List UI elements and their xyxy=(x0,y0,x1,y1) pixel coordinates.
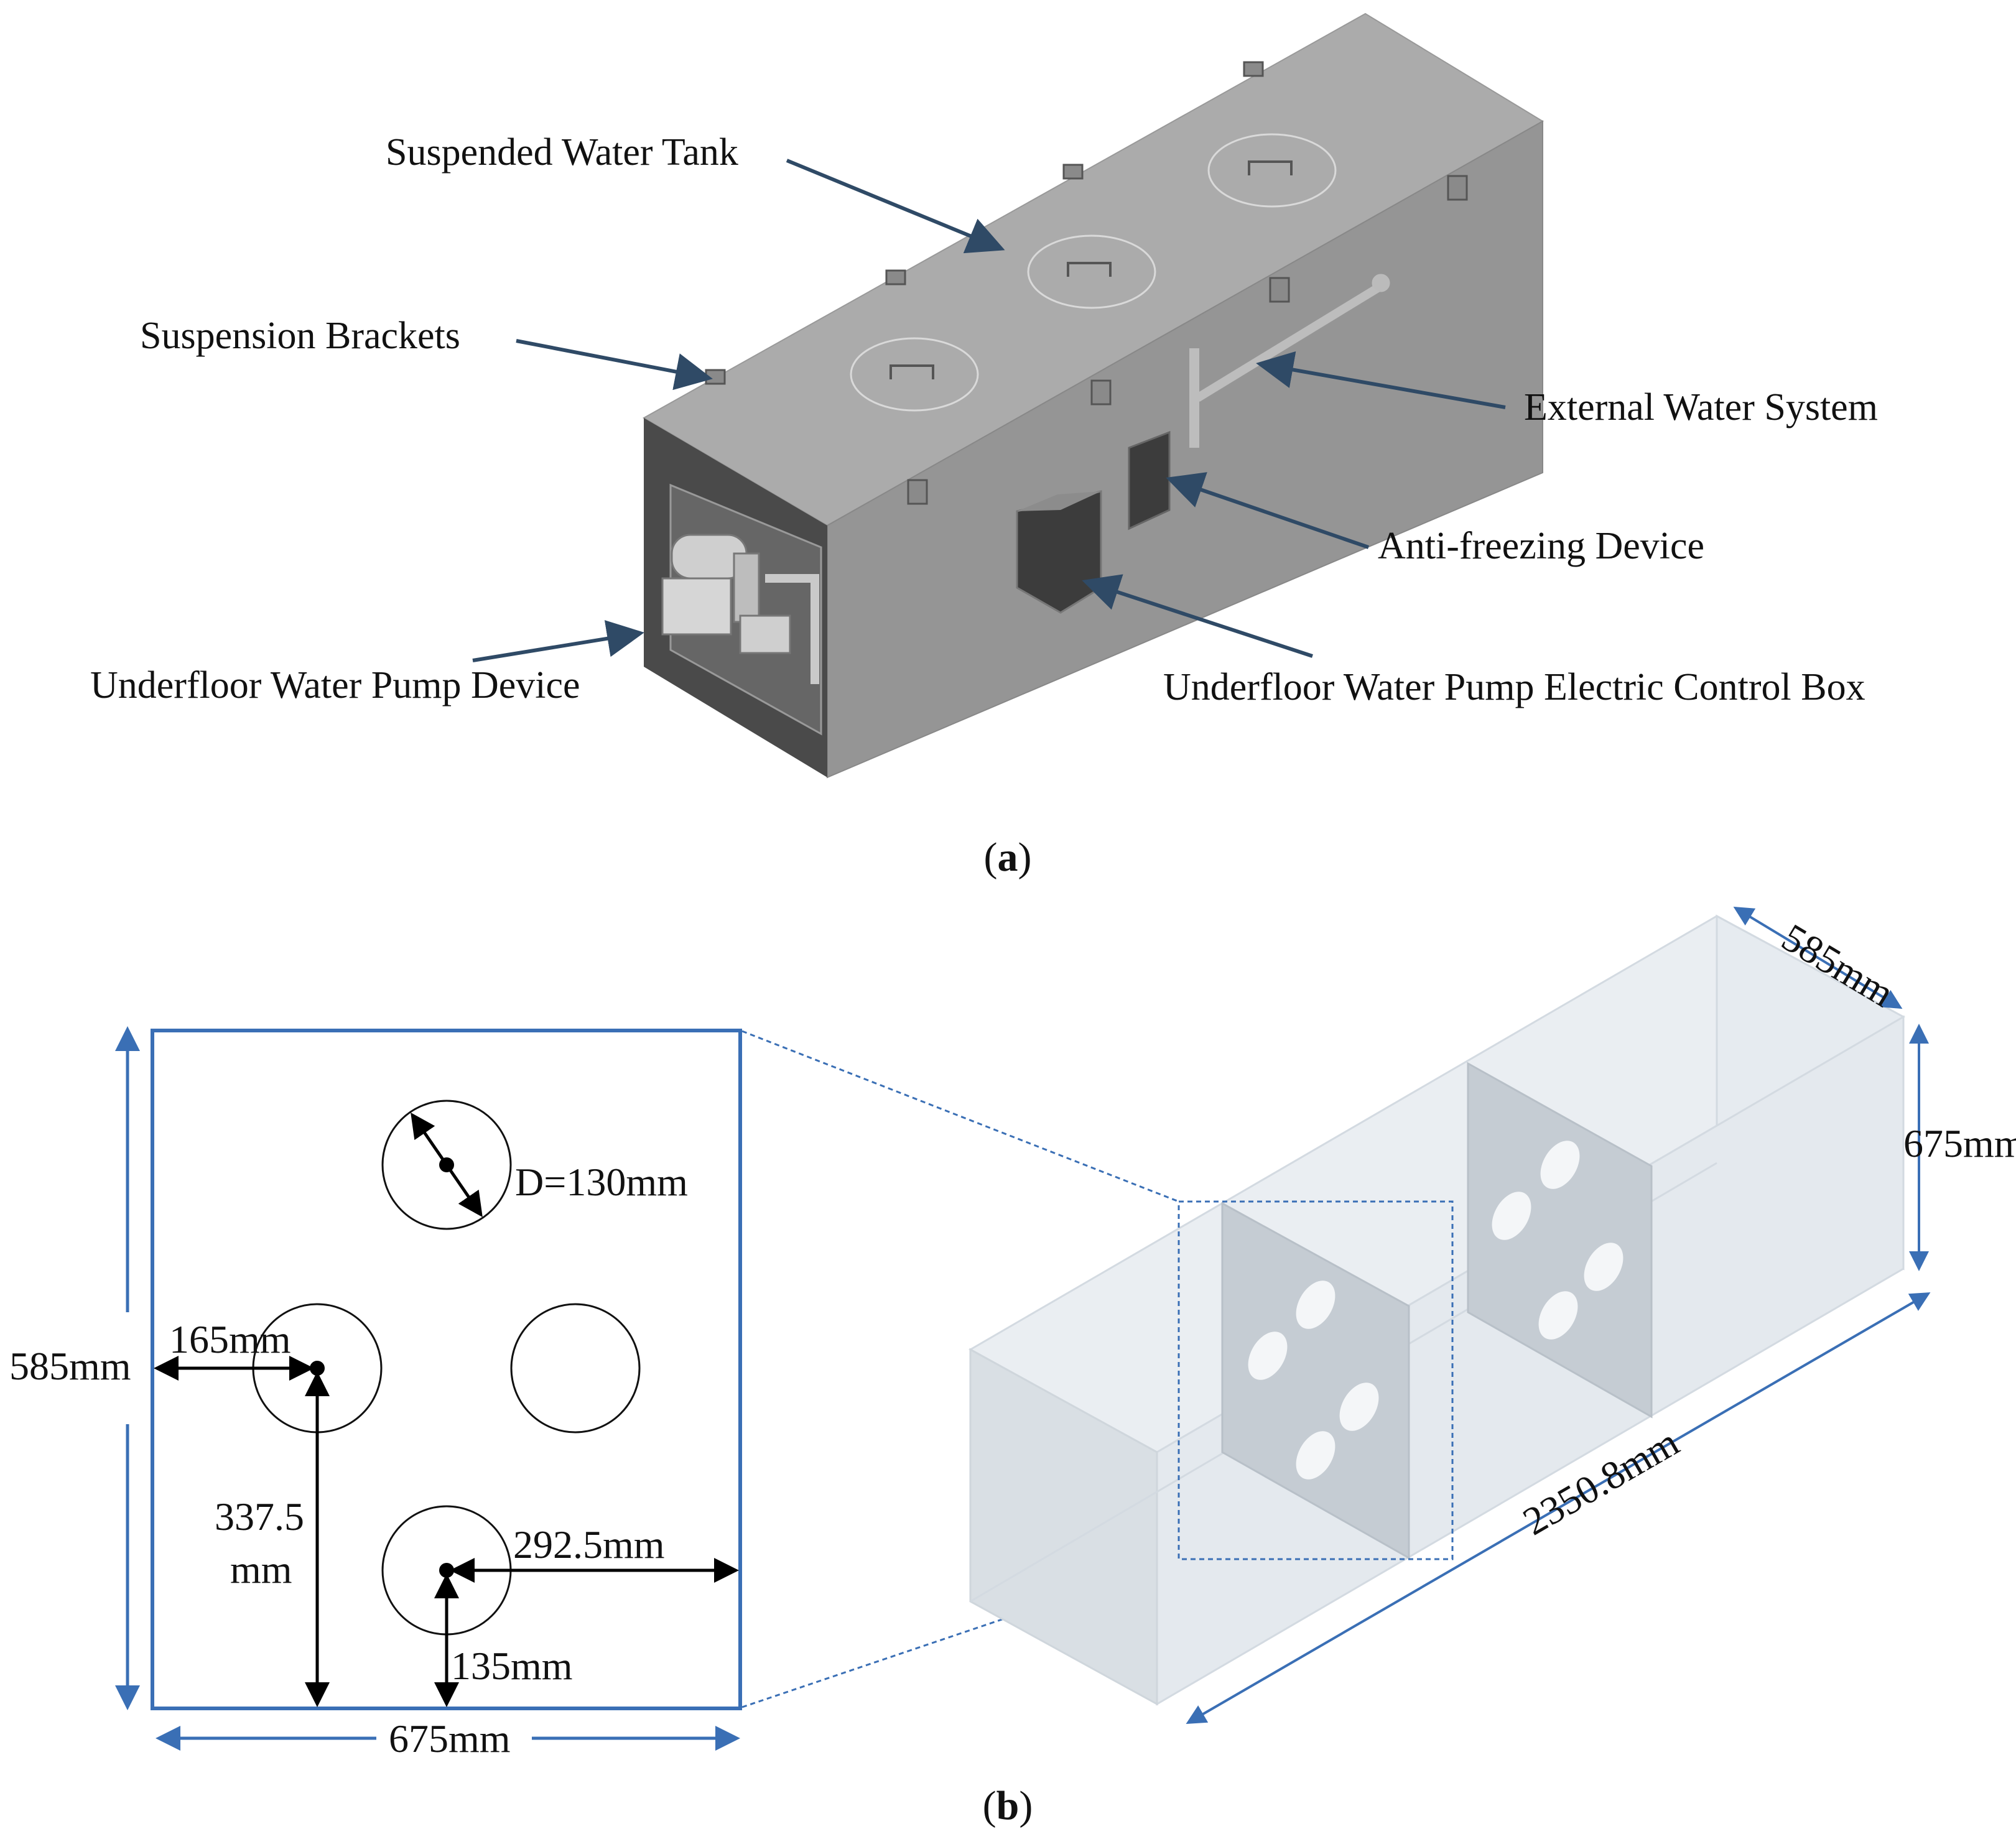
label-external-water-system: External Water System xyxy=(1524,386,1878,428)
label-337-line2: mm xyxy=(230,1547,292,1591)
label-anti-freezing-device: Anti-freezing Device xyxy=(1378,525,1704,567)
label-suspended-water-tank: Suspended Water Tank xyxy=(386,131,738,174)
caption-a: (a) xyxy=(984,835,1032,880)
arrow-underfloor-water-pump-device xyxy=(472,620,644,662)
arrow-external-water-system xyxy=(1256,351,1506,409)
label-675mm-height: 675mm xyxy=(1903,1121,2016,1165)
label-hole-diameter: D=130mm xyxy=(515,1160,688,1204)
dim-diameter-arrow xyxy=(411,1112,483,1218)
anti-freezing-device-render xyxy=(1128,430,1171,530)
arrow-suspended-water-tank xyxy=(786,159,1005,254)
label-585mm-side: 585mm xyxy=(9,1344,131,1388)
dim-2350-length-arrow xyxy=(1186,1292,1931,1725)
panel-a-tank-render xyxy=(642,12,1544,779)
label-135mm: 135mm xyxy=(451,1644,573,1688)
pump-device-render xyxy=(661,483,822,736)
arrow-anti-freezing-device xyxy=(1166,472,1369,549)
label-292mm: 292.5mm xyxy=(513,1522,665,1567)
arrow-suspension-brackets xyxy=(516,339,713,391)
dim-585-depth-arrow xyxy=(1733,906,1903,1009)
baffle-plate-2d xyxy=(151,1029,742,1710)
tank-3d-transparent xyxy=(968,914,1906,1706)
label-675mm-bottom: 675mm xyxy=(389,1716,511,1761)
label-165mm: 165mm xyxy=(169,1317,291,1361)
label-337-line1: 337.5 xyxy=(215,1494,304,1539)
label-suspension-brackets: Suspension Brackets xyxy=(140,315,460,357)
hole-right xyxy=(510,1303,641,1434)
label-underfloor-water-pump-device: Underfloor Water Pump Device xyxy=(90,664,580,706)
arrow-underfloor-water-pump-control-box xyxy=(1082,574,1313,658)
projection-line-top xyxy=(741,1030,1179,1203)
caption-b: (b) xyxy=(983,1783,1033,1828)
external-water-pipe xyxy=(1189,274,1390,448)
hole-top xyxy=(381,1100,512,1230)
label-underfloor-water-pump-control-box: Underfloor Water Pump Electric Control B… xyxy=(1163,666,1865,708)
manholes xyxy=(850,133,1337,412)
